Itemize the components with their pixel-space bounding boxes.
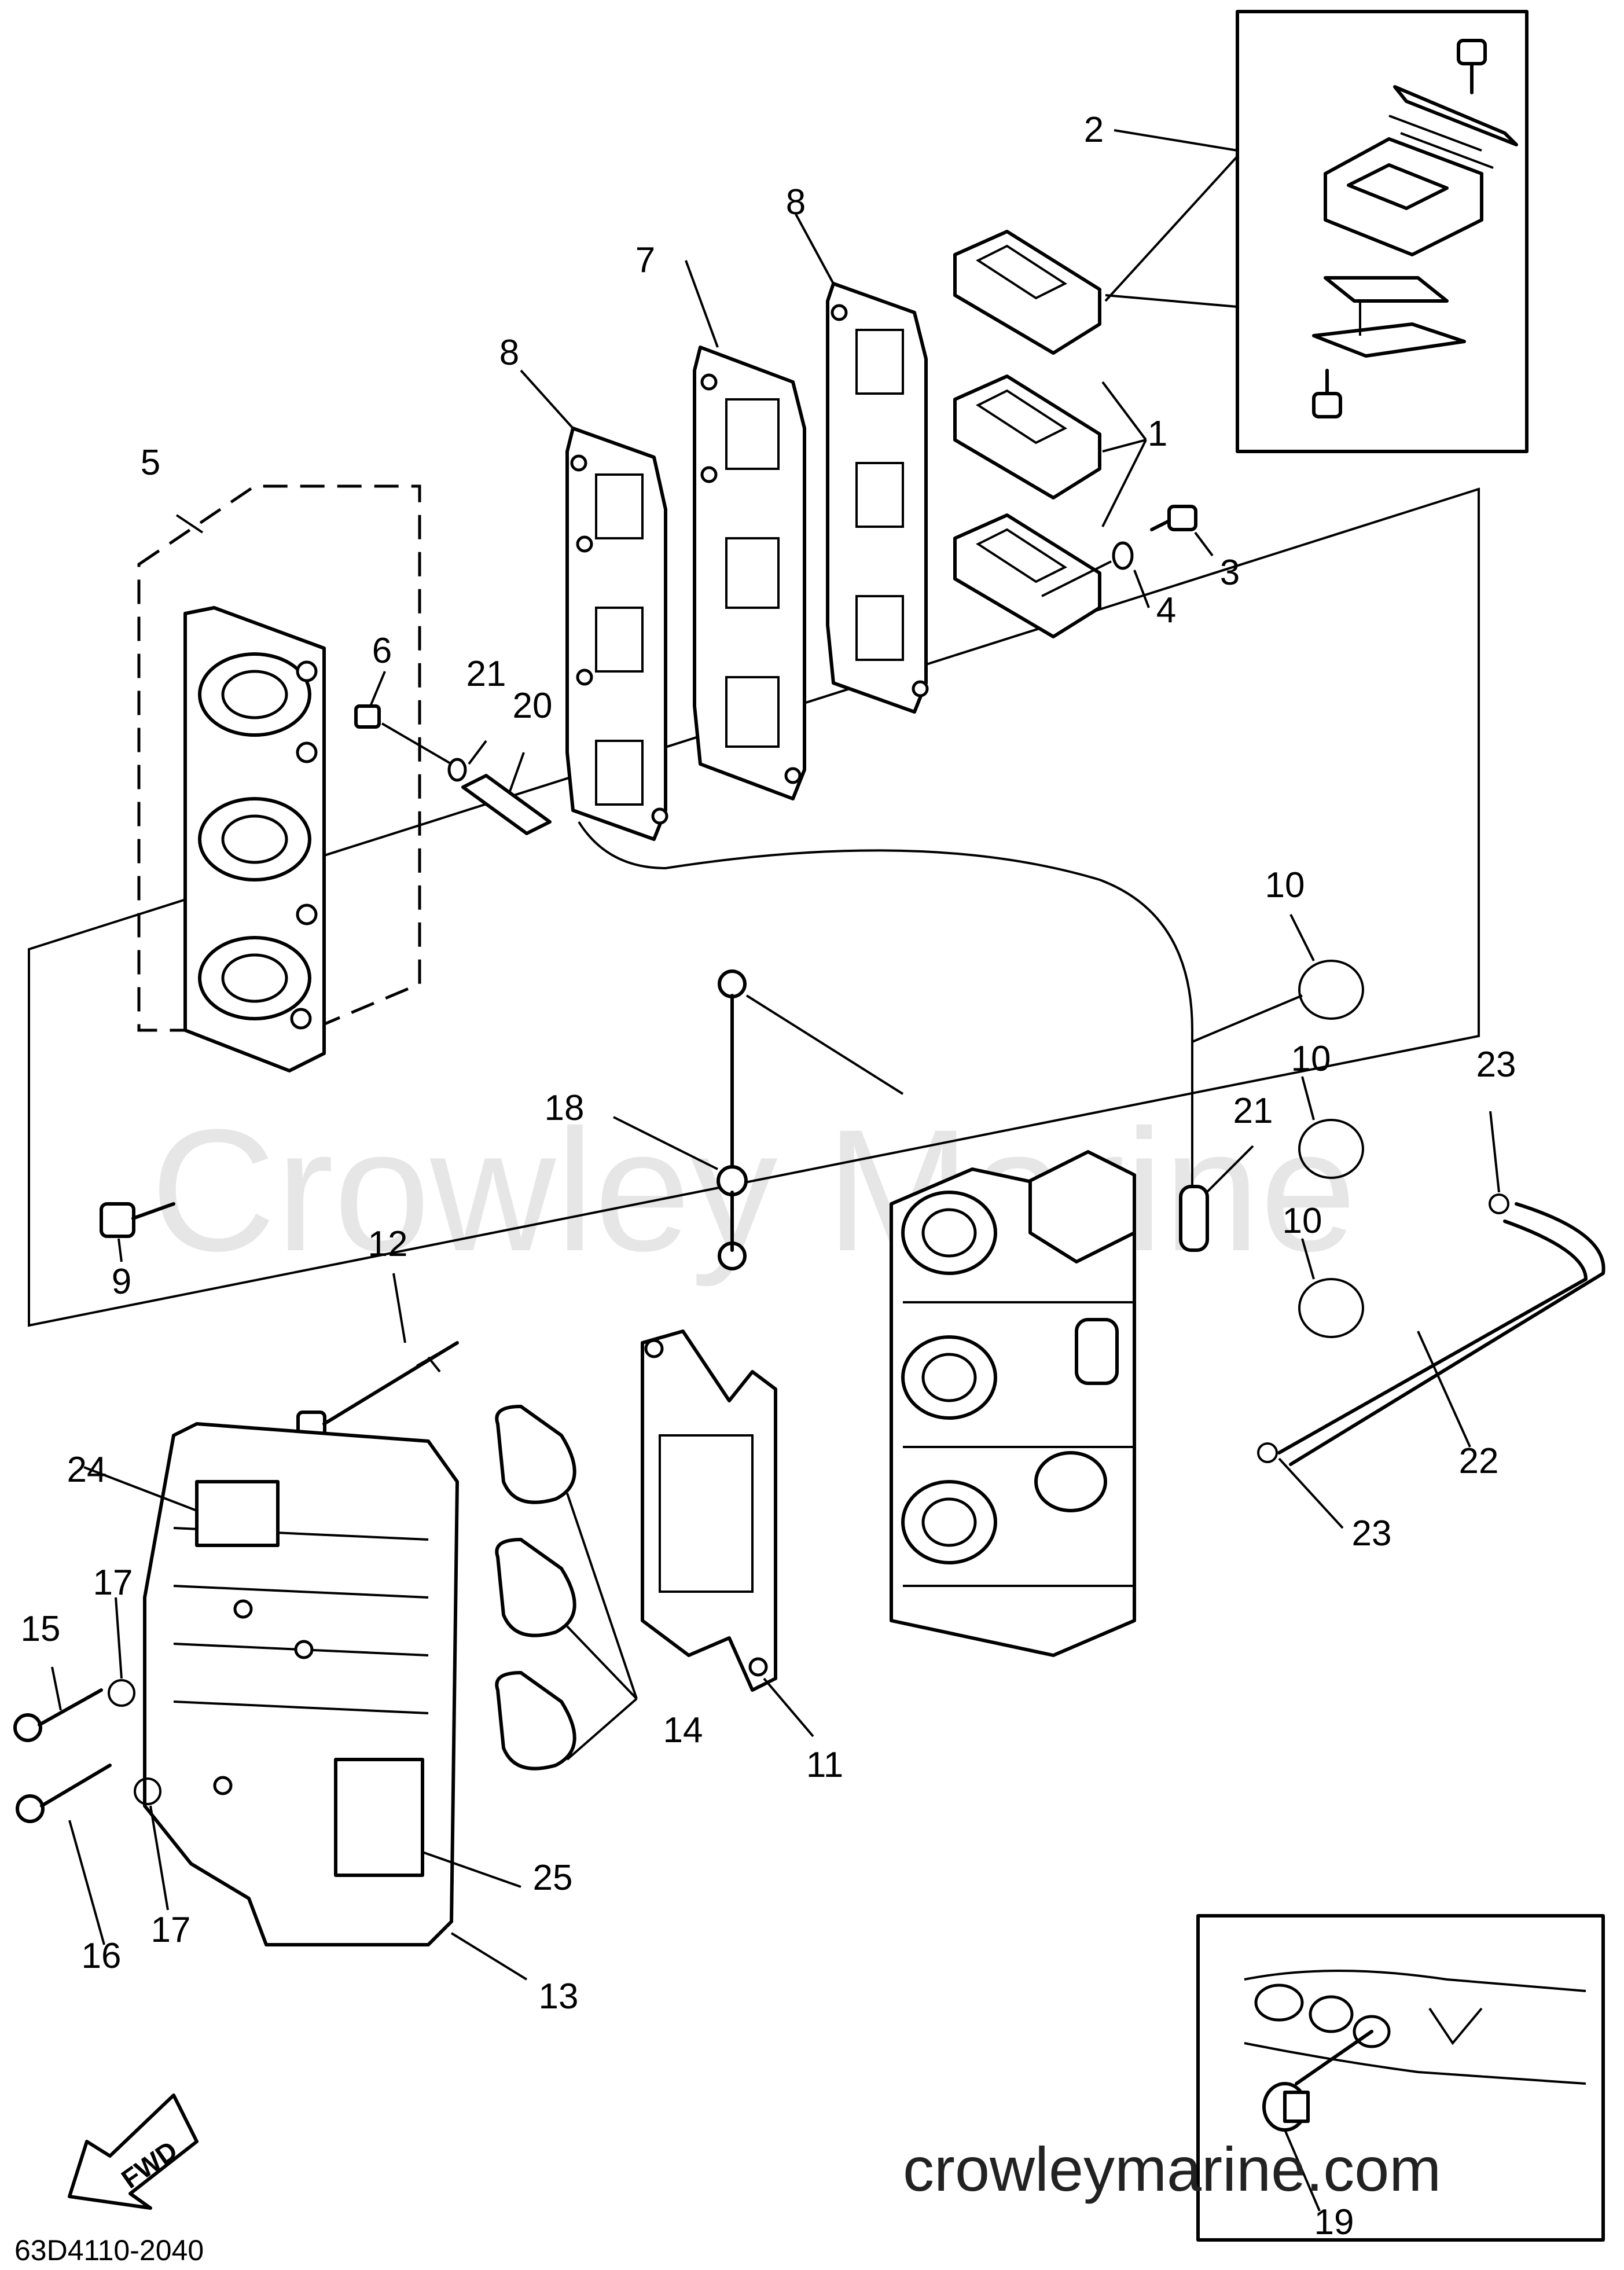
callout-18: 18 [545, 1088, 585, 1128]
callout-15: 15 [21, 1609, 61, 1649]
seals-14 [495, 1405, 576, 1771]
callout-2: 2 [1084, 110, 1104, 150]
callout-24: 24 [67, 1450, 107, 1490]
intake-manifold [183, 606, 326, 1072]
callout-25: 25 [533, 1858, 573, 1898]
assembly-frame-lines [28, 487, 1480, 1327]
gasket-7 [693, 346, 806, 800]
fwd-arrow-icon: FWD [68, 2093, 199, 2210]
callout-8-right: 8 [786, 182, 806, 222]
screw-6 [354, 704, 453, 765]
callout-20: 20 [513, 686, 553, 726]
callout-9: 9 [112, 1262, 131, 1302]
hose-fitting [1179, 1185, 1209, 1252]
callout-13: 13 [539, 1977, 579, 2016]
callout-12: 12 [368, 1224, 408, 1264]
callout-6: 6 [372, 631, 392, 671]
part-code: 63D4110-2040 [14, 2234, 204, 2267]
silencer-cover-13 [143, 1422, 459, 1946]
callout-19: 19 [1314, 2202, 1354, 2242]
gasket-8-left [565, 427, 668, 841]
callout-23-a: 23 [1476, 1045, 1516, 1085]
callout-1: 1 [1148, 414, 1167, 454]
callout-5: 5 [141, 443, 160, 483]
callout-21-b: 21 [1233, 1091, 1273, 1131]
callout-17-a: 17 [93, 1563, 133, 1603]
choke-link-rod-18 [717, 969, 904, 1270]
callout-10-b: 10 [1291, 1039, 1331, 1079]
callout-10-a: 10 [1265, 865, 1305, 905]
screw-16 [16, 1764, 161, 1823]
plug-detail-inset [1196, 1914, 1605, 2242]
callout-11: 11 [806, 1745, 843, 1785]
circlips-10 [1192, 960, 1364, 1338]
carburetor-assembly [890, 1150, 1136, 1657]
callout-22: 22 [1459, 1441, 1499, 1481]
callout-21-a: 21 [466, 654, 506, 694]
callout-3: 3 [1220, 553, 1240, 593]
pulser-hose-routing [578, 821, 1193, 1221]
callout-numbers: 1 2 3 4 5 6 7 8 8 9 10 10 10 11 12 13 14… [21, 110, 1516, 2242]
reed-valve-assemblies [953, 155, 1239, 638]
callout-16: 16 [82, 1936, 122, 1976]
screw-3-washer-4 [1041, 505, 1197, 597]
callout-7: 7 [635, 240, 655, 280]
callout-8-left: 8 [499, 333, 519, 373]
watermark-text: Crowley Marine [150, 1093, 1357, 1288]
screw-15 [13, 1679, 135, 1742]
fuel-hose-22 [1257, 1193, 1605, 1466]
bolt-9 [100, 1202, 175, 1238]
callout-17-b: 17 [151, 1910, 191, 1950]
reed-valve-detail-inset [1236, 10, 1529, 453]
callout-4: 4 [1156, 590, 1176, 630]
gasket-11 [641, 1329, 777, 1692]
site-url: crowleymarine.com [903, 2134, 1441, 2204]
dowel-pin-20 [447, 758, 552, 835]
gasket-8-right [826, 282, 929, 714]
callout-14: 14 [663, 1710, 703, 1750]
callout-10-c: 10 [1283, 1201, 1322, 1241]
manifold-group-box [137, 484, 421, 1032]
callout-23-b: 23 [1352, 1514, 1392, 1553]
leader-lines [51, 129, 1500, 2212]
bolt-12 [296, 1341, 459, 1446]
